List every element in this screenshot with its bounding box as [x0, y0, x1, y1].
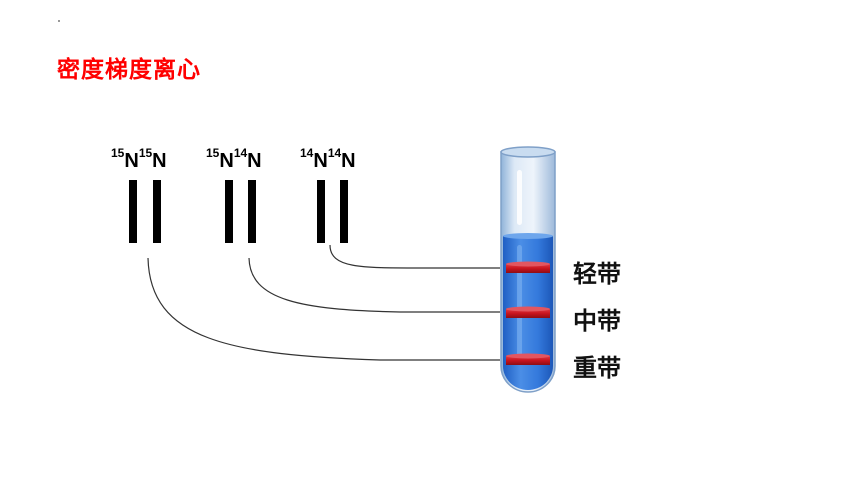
dna-strand-15n15n-a	[129, 180, 137, 243]
page-title: 密度梯度离心	[57, 57, 201, 83]
band-middle	[506, 306, 550, 318]
tube-highlight	[517, 170, 522, 225]
slide-dot	[58, 20, 60, 22]
dna-strand-14n14n-a	[317, 180, 325, 243]
dna-strand-14n14n-b	[340, 180, 348, 243]
dna-label-15n14n: 15N14N	[206, 146, 262, 172]
dna-label-15n15n: 15N15N	[111, 146, 167, 172]
dna-strand-15n15n-b	[153, 180, 161, 243]
connector-light	[329, 244, 500, 269]
band-label-middle: 中带	[573, 307, 621, 335]
dna-strand-15n14n-b	[248, 180, 256, 243]
band-heavy	[506, 353, 550, 365]
band-label-light: 轻带	[573, 260, 621, 288]
band-label-heavy: 重带	[573, 354, 621, 382]
dna-label-14n14n: 14N14N	[300, 146, 356, 172]
dna-strand-15n14n-a	[225, 180, 233, 243]
test-tube	[500, 146, 556, 393]
band-light	[506, 261, 550, 273]
connector-heavy	[147, 257, 500, 361]
connector-middle	[248, 257, 500, 313]
